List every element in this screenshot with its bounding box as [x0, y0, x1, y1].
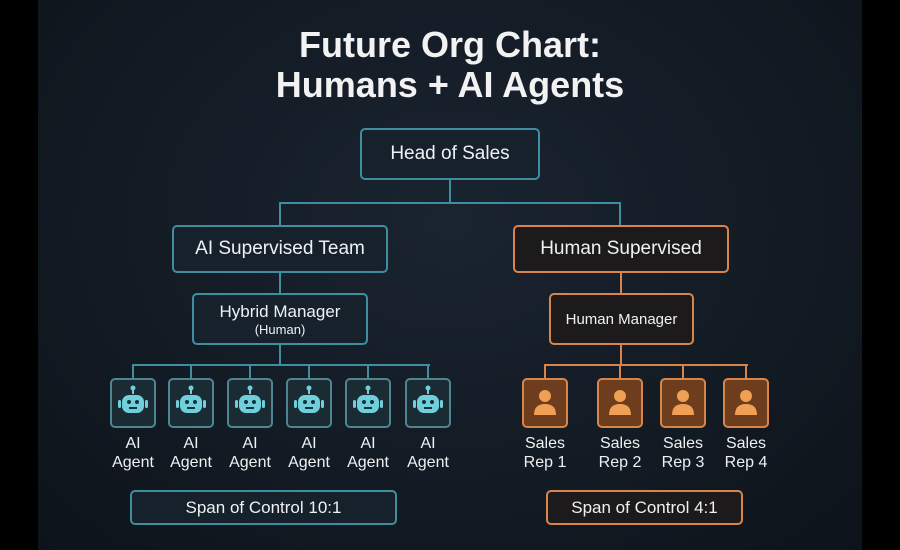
connector: [367, 364, 369, 378]
person-icon: [662, 390, 704, 430]
label-line-2: Agent: [170, 454, 212, 471]
team-label: Human Supervised: [540, 238, 702, 259]
robot-label: AI Agent: [393, 434, 463, 472]
connector: [132, 364, 430, 366]
robot-label: AI Agent: [156, 434, 226, 472]
label-line-1: AI: [420, 435, 436, 452]
label-line-1: AI: [301, 435, 317, 452]
connector: [544, 364, 748, 366]
label-line-2: Agent: [112, 454, 154, 471]
connector: [249, 364, 251, 378]
label-line-1: Sales: [725, 435, 767, 452]
title-line-1: Future Org Chart:: [299, 24, 601, 65]
human-supervised-box: Human Supervised: [513, 225, 729, 273]
label-line-2: Agent: [288, 454, 330, 471]
robot-tile: [345, 378, 391, 428]
head-of-sales-box: Head of Sales: [360, 128, 540, 180]
connector: [279, 273, 281, 293]
label-line-2: Rep 4: [724, 454, 768, 471]
label-line-1: AI: [360, 435, 376, 452]
connector: [620, 273, 622, 293]
connector: [682, 364, 684, 378]
ai-supervised-team-box: AI Supervised Team: [172, 225, 388, 273]
connector: [279, 345, 281, 365]
manager-label: Hybrid Manager: [219, 301, 341, 321]
label-line-2: Rep 2: [598, 454, 642, 471]
connector: [132, 364, 134, 378]
robot-icon: [170, 385, 212, 430]
label-line-1: AI: [242, 435, 258, 452]
robot-label: AI Agent: [215, 434, 285, 472]
connector: [449, 180, 451, 204]
connector: [427, 364, 429, 378]
label-line-1: AI: [183, 435, 199, 452]
connector: [279, 202, 621, 204]
connector: [544, 364, 546, 378]
label-line-2: Agent: [229, 454, 271, 471]
connector: [308, 364, 310, 378]
head-of-sales-label: Head of Sales: [390, 143, 510, 164]
person-icon: [599, 390, 641, 430]
connector: [279, 202, 281, 225]
team-label: AI Supervised Team: [195, 238, 365, 259]
robot-icon: [407, 385, 449, 430]
hybrid-manager-box: Hybrid Manager(Human): [192, 293, 368, 345]
connector: [745, 364, 747, 378]
span-label: Span of Control 4:1: [571, 497, 718, 517]
person-tile: [522, 378, 568, 428]
connector: [619, 364, 621, 378]
robot-tile: [286, 378, 332, 428]
person-tile: [723, 378, 769, 428]
robot-label: AI Agent: [333, 434, 403, 472]
span-of-control-left: Span of Control 10:1: [130, 490, 397, 525]
robot-tile: [110, 378, 156, 428]
robot-tile: [405, 378, 451, 428]
manager-sub-label: (Human): [254, 321, 306, 337]
span-of-control-right: Span of Control 4:1: [546, 490, 743, 525]
human-manager-box: Human Manager: [549, 293, 694, 345]
label-line-1: Sales: [662, 435, 704, 452]
person-tile: [660, 378, 706, 428]
label-line-1: Sales: [524, 435, 566, 452]
label-line-1: Sales: [599, 435, 641, 452]
label-line-2: Agent: [347, 454, 389, 471]
robot-tile: [227, 378, 273, 428]
background: [38, 0, 862, 550]
person-tile: [597, 378, 643, 428]
robot-icon: [347, 385, 389, 430]
label-line-2: Rep 1: [523, 454, 567, 471]
robot-icon: [288, 385, 330, 430]
robot-label: AI Agent: [98, 434, 168, 472]
span-label: Span of Control 10:1: [185, 497, 342, 517]
robot-label: AI Agent: [274, 434, 344, 472]
person-icon: [524, 390, 566, 430]
connector: [619, 202, 621, 225]
label-line-2: Rep 3: [661, 454, 705, 471]
robot-icon: [229, 385, 271, 430]
manager-label: Human Manager: [565, 310, 678, 328]
title-line-2: Humans + AI Agents: [275, 64, 625, 105]
person-icon: [725, 390, 767, 430]
robot-tile: [168, 378, 214, 428]
robot-icon: [112, 385, 154, 430]
label-line-2: Agent: [407, 454, 449, 471]
connector: [190, 364, 192, 378]
label-line-1: AI: [125, 435, 141, 452]
connector: [620, 345, 622, 365]
